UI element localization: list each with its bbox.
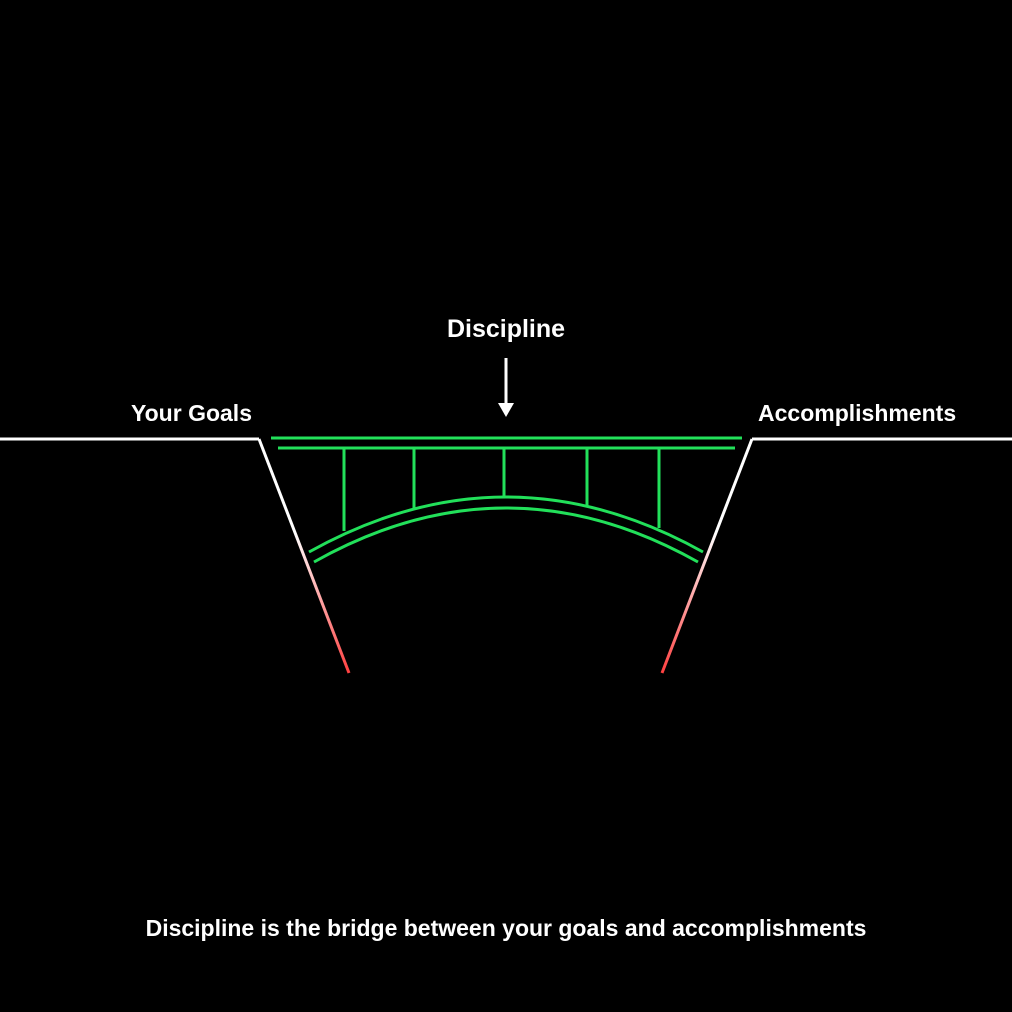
bridge-arch-lower — [313, 506, 699, 564]
caption: Discipline is the bridge between your go… — [145, 915, 867, 941]
down-arrow-icon — [498, 358, 514, 417]
bridge — [271, 436, 742, 564]
bridge-arch-upper — [308, 495, 704, 554]
accomplishments-label: Accomplishments — [758, 400, 957, 426]
discipline-label: Discipline — [446, 315, 566, 343]
your-goals-label: Your Goals — [131, 400, 252, 426]
right-cliff-wall — [660, 438, 754, 674]
left-cliff-wall — [257, 438, 351, 674]
